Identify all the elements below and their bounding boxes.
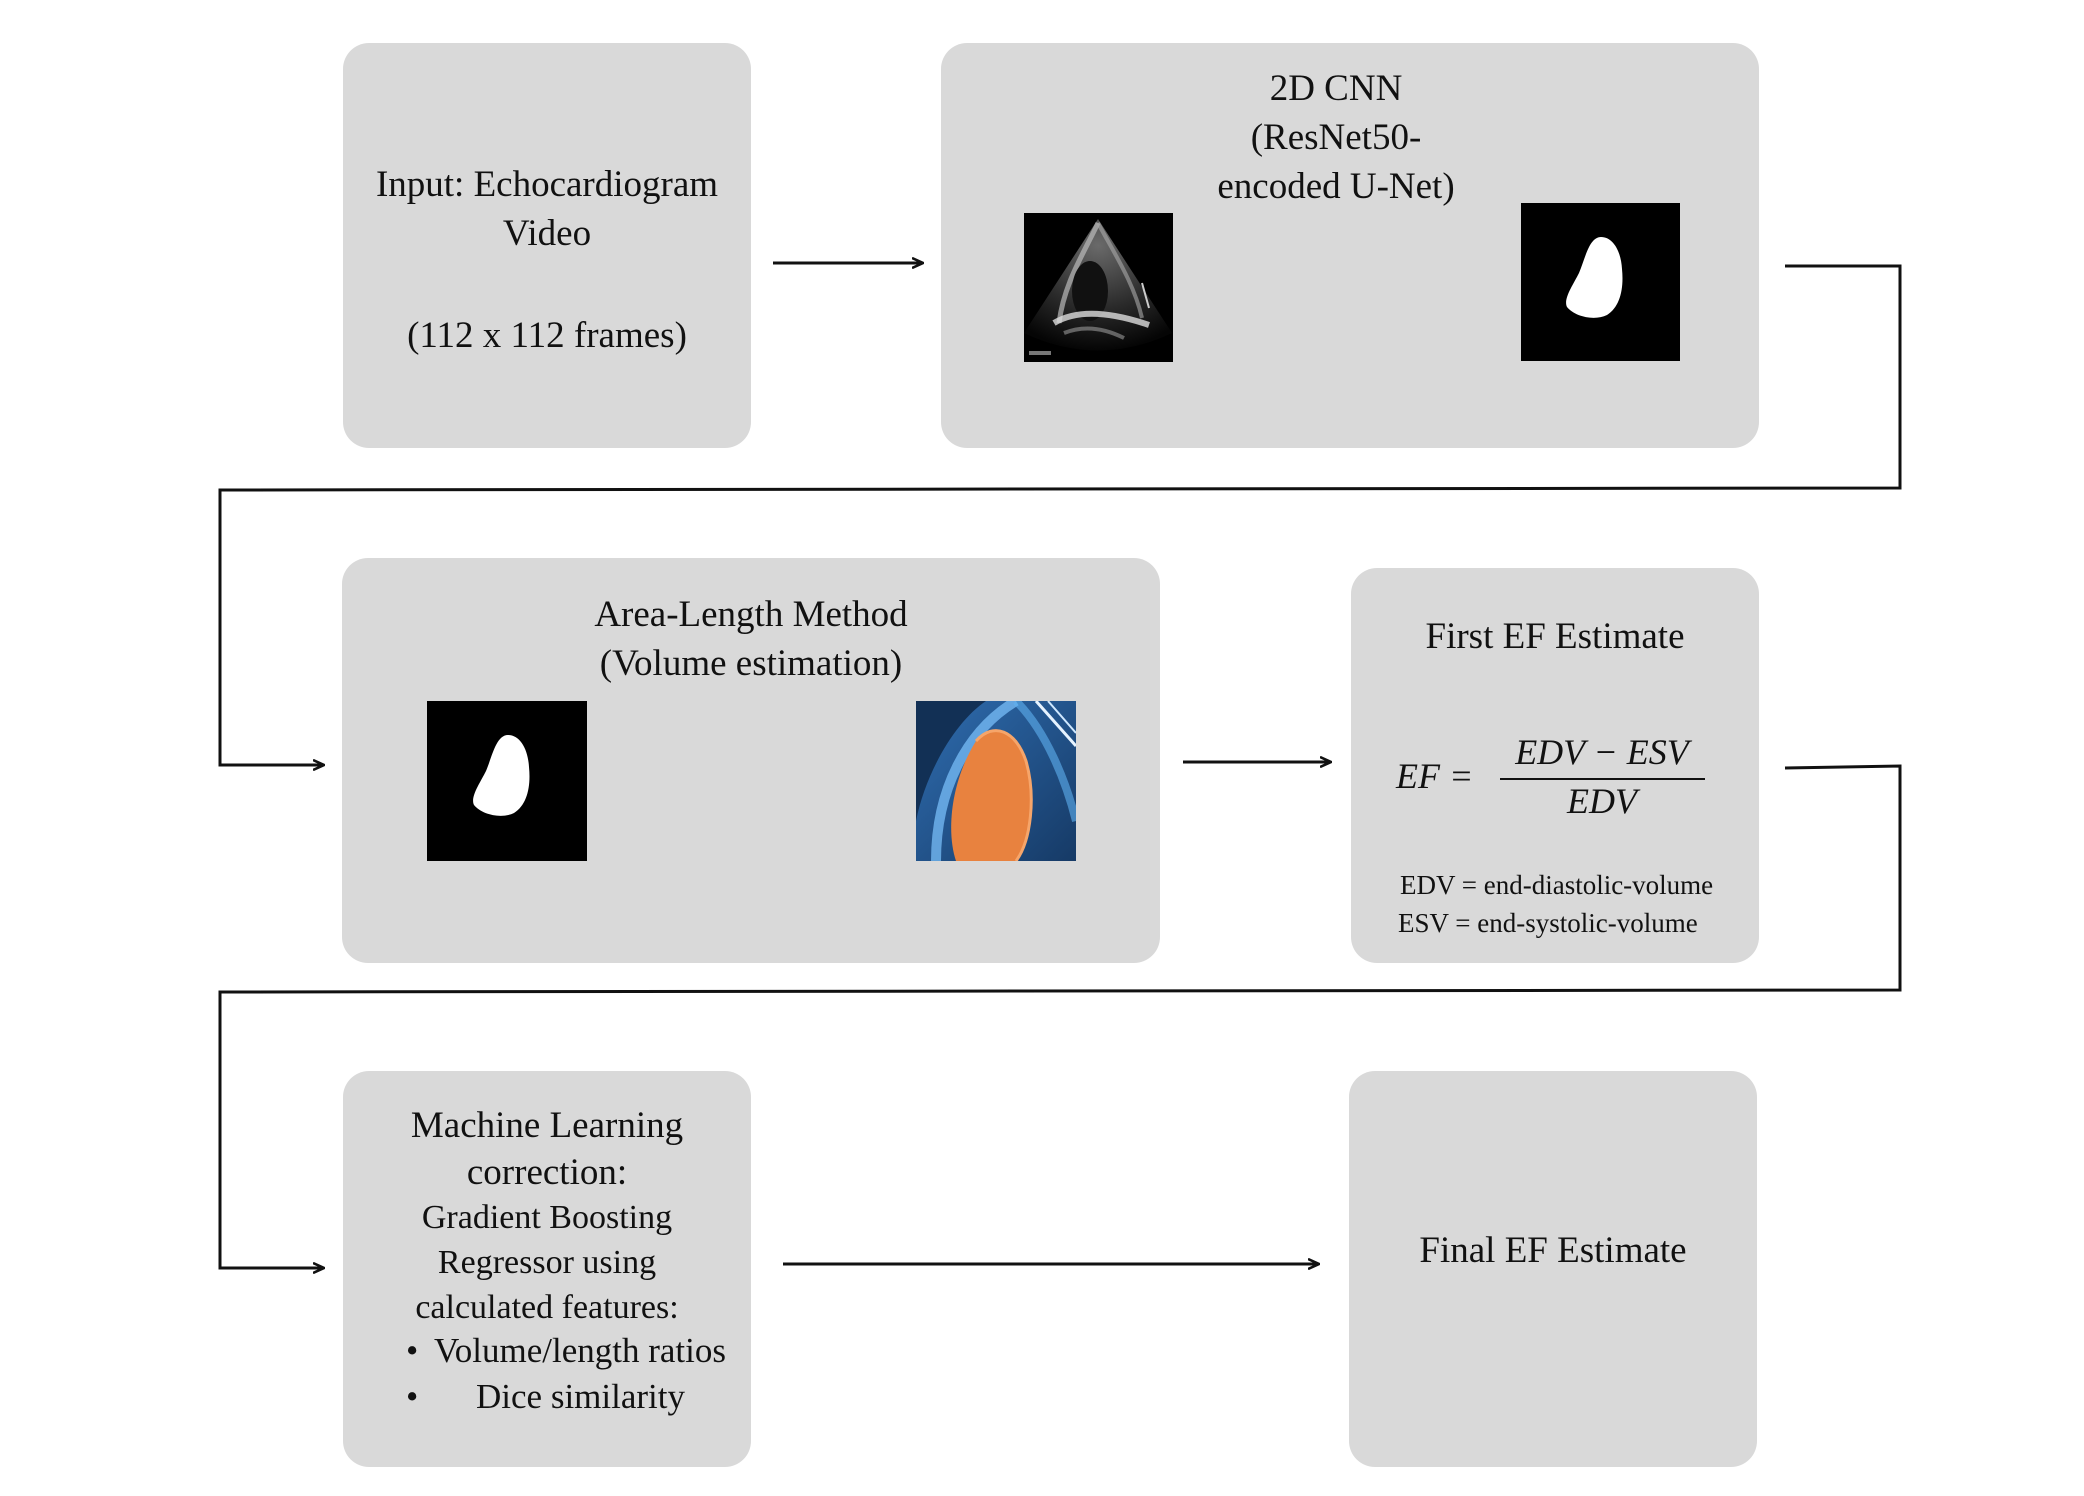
feature-dice-similarity: Dice similarity xyxy=(476,1377,685,1416)
bullet-icon: • xyxy=(406,1331,419,1370)
connector-row2-to-row3 xyxy=(218,764,1902,1268)
cnn-line-3: encoded U-Net) xyxy=(1217,166,1455,207)
input-line-3: (112 x 112 frames) xyxy=(407,315,687,356)
ef-formula-denominator: EDV xyxy=(1567,781,1637,821)
volume-mask-image xyxy=(427,701,587,861)
area-length-line-1: Area-Length Method xyxy=(594,594,908,635)
ml-line-3: Gradient Boosting xyxy=(421,1199,673,1236)
list-item: • Dice similarity xyxy=(406,1374,746,1420)
ml-correction-box xyxy=(343,1071,751,1467)
ml-line-5: calculated features: xyxy=(415,1289,679,1326)
final-ef-title: Final EF Estimate xyxy=(1419,1230,1687,1271)
ml-feature-list: • Volume/length ratios • Dice similarity xyxy=(406,1328,746,1420)
first-ef-box xyxy=(1351,568,1759,963)
edv-definition: EDV = end-diastolic-volume xyxy=(1400,870,1714,900)
bullet-icon: • xyxy=(406,1377,419,1416)
ml-line-2: correction: xyxy=(466,1152,628,1193)
first-ef-title: First EF Estimate xyxy=(1425,616,1685,657)
feature-volume-length: Volume/length ratios xyxy=(434,1331,726,1370)
cnn-line-2: (ResNet50- xyxy=(1250,117,1422,158)
cnn-line-1: 2D CNN xyxy=(1269,68,1403,109)
ef-formula-fraction-bar xyxy=(1500,778,1705,780)
esv-definition: ESV = end-systolic-volume xyxy=(1398,908,1698,938)
input-line-2: Video xyxy=(502,213,592,254)
final-ef-box xyxy=(1349,1071,1757,1467)
ml-line-4: Regressor using xyxy=(437,1244,657,1281)
input-box xyxy=(343,43,751,448)
area-length-line-2: (Volume estimation) xyxy=(599,643,903,684)
segmentation-overlay-image xyxy=(916,701,1076,861)
ml-line-1: Machine Learning xyxy=(410,1105,684,1146)
echo-frame-image xyxy=(1024,213,1173,362)
ef-formula-numerator: EDV − ESV xyxy=(1515,732,1689,772)
segmentation-mask-image xyxy=(1521,203,1680,361)
list-item: • Volume/length ratios xyxy=(406,1328,746,1374)
ef-formula-lhs: EF = xyxy=(1396,756,1474,796)
connector-row1-to-row2 xyxy=(218,264,1902,765)
input-line-1: Input: Echocardiogram xyxy=(375,164,719,205)
